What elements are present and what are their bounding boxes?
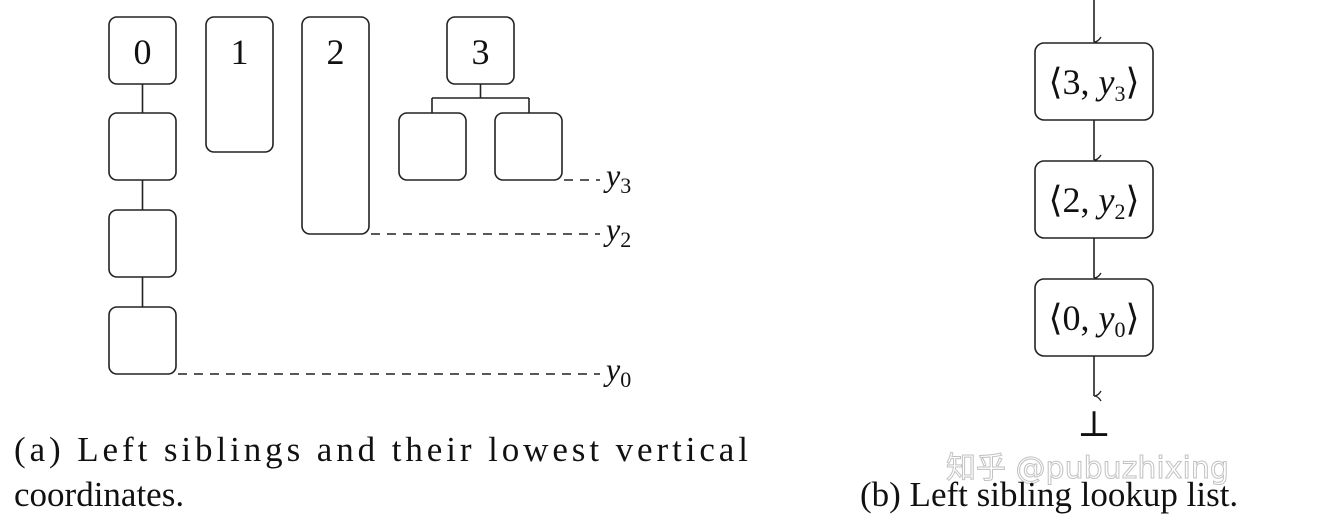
node-2 [301, 16, 370, 235]
caption-a-line2: coordinates. [14, 475, 184, 514]
label-y0: y0 [603, 351, 631, 392]
caption-b: (b) Left sibling lookup list. [860, 475, 1238, 514]
edge-3-children [431, 84, 530, 113]
list-item-label: ⟨3, y3⟩ [1048, 62, 1139, 106]
label-y3: y3 [603, 157, 631, 198]
child-node [108, 209, 177, 278]
null-terminator: ⊥ [1077, 404, 1111, 444]
list-item-label: ⟨2, y2⟩ [1048, 180, 1139, 224]
child-node [108, 112, 177, 181]
child-node [398, 112, 467, 181]
list-item-label: ⟨0, y0⟩ [1048, 298, 1139, 342]
label-y2: y2 [603, 211, 631, 252]
node-3-label: 3 [472, 32, 490, 72]
node-2-label: 2 [327, 32, 345, 72]
node-1-label: 1 [231, 32, 249, 72]
child-node [494, 112, 563, 181]
node-0-label: 0 [134, 32, 152, 72]
caption-a-line1: (a) Left siblings and their lowest verti… [14, 430, 748, 469]
node-1 [205, 16, 274, 153]
child-node [108, 306, 177, 375]
watermark: 知乎 @pubuzhixing [946, 451, 1229, 486]
